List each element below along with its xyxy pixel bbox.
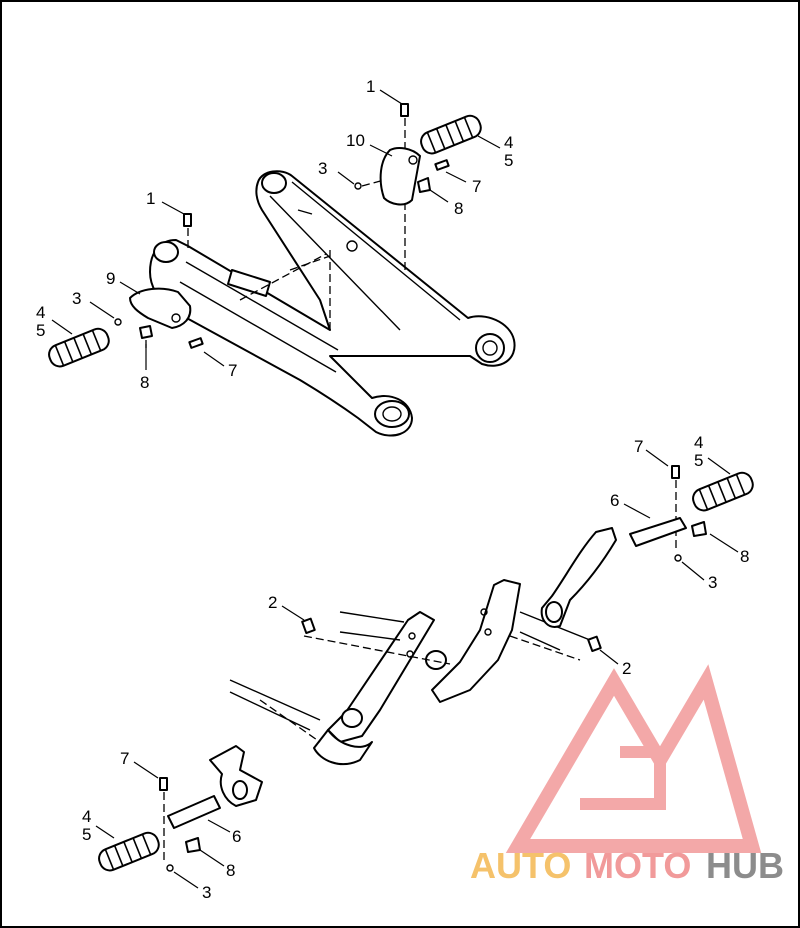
swingarm [149, 170, 516, 437]
footpeg-grip-4 [48, 327, 110, 368]
callout-5: 5 [504, 151, 513, 170]
callout-4: 4 [82, 807, 91, 826]
callout-7: 7 [634, 437, 643, 456]
footpeg-mount [209, 745, 263, 807]
watermark-logo [505, 664, 762, 853]
pin-7 [434, 159, 450, 171]
footpeg-grip-4 [692, 471, 754, 512]
rear-left-footpeg [48, 213, 204, 368]
callout-4: 4 [694, 433, 703, 452]
callout-4: 4 [36, 303, 45, 322]
callout-8: 8 [226, 861, 235, 880]
bolt-2 [587, 635, 602, 653]
washer-8 [185, 837, 201, 853]
automotohub-watermark: AUTO MOTO HUB [470, 664, 784, 886]
clip-3 [114, 318, 122, 326]
callout-7: 7 [228, 361, 237, 380]
callout-6: 6 [610, 491, 619, 510]
front-right-footpeg [301, 465, 754, 653]
rear-right-footpeg [354, 103, 482, 270]
washer-8 [691, 521, 707, 537]
callout-9: 9 [106, 269, 115, 288]
callout-8: 8 [740, 547, 749, 566]
footpeg-grip-4 [420, 114, 482, 155]
footpeg-clevis-6 [167, 795, 221, 829]
clip-3 [166, 864, 174, 872]
footpeg-grip-4 [98, 831, 160, 872]
callout-8: 8 [140, 373, 149, 392]
footpeg-mount [540, 527, 617, 628]
callout-3: 3 [318, 159, 327, 178]
pin-7 [671, 465, 680, 479]
callout-2: 2 [622, 659, 631, 678]
callout-5: 5 [36, 321, 45, 340]
mount-bracket-9 [129, 287, 192, 329]
callout-5: 5 [694, 451, 703, 470]
callout-7: 7 [120, 749, 129, 768]
callout-1: 1 [146, 189, 155, 208]
callout-3: 3 [708, 573, 717, 592]
screw-1 [183, 213, 192, 227]
bolt-2 [301, 617, 316, 635]
washer-8 [139, 325, 153, 339]
pin-7 [159, 777, 168, 791]
callout-10: 10 [346, 131, 365, 150]
washer-8 [417, 177, 431, 193]
clip-3 [354, 182, 362, 190]
callout-1: 1 [366, 77, 375, 96]
callout-labels: 1 10 3 4 5 7 8 1 9 3 4 5 8 7 7 4 5 6 8 3… [36, 77, 749, 902]
callout-5: 5 [82, 825, 91, 844]
watermark-hub: HUB [706, 845, 784, 886]
pin-7 [188, 337, 204, 349]
front-left-footpeg [98, 745, 263, 872]
leader-lines [51, 89, 739, 889]
watermark-moto: MOTO [584, 845, 691, 886]
callout-8: 8 [454, 199, 463, 218]
callout-6: 6 [232, 827, 241, 846]
callout-2: 2 [268, 593, 277, 612]
clip-3 [674, 554, 682, 562]
watermark-auto: AUTO [470, 845, 571, 886]
callout-3: 3 [72, 289, 81, 308]
footpeg-clevis-6 [629, 517, 687, 547]
frame-section [229, 579, 591, 766]
callout-4: 4 [504, 133, 513, 152]
screw-1 [400, 103, 409, 117]
callout-7: 7 [472, 177, 481, 196]
callout-3: 3 [202, 883, 211, 902]
